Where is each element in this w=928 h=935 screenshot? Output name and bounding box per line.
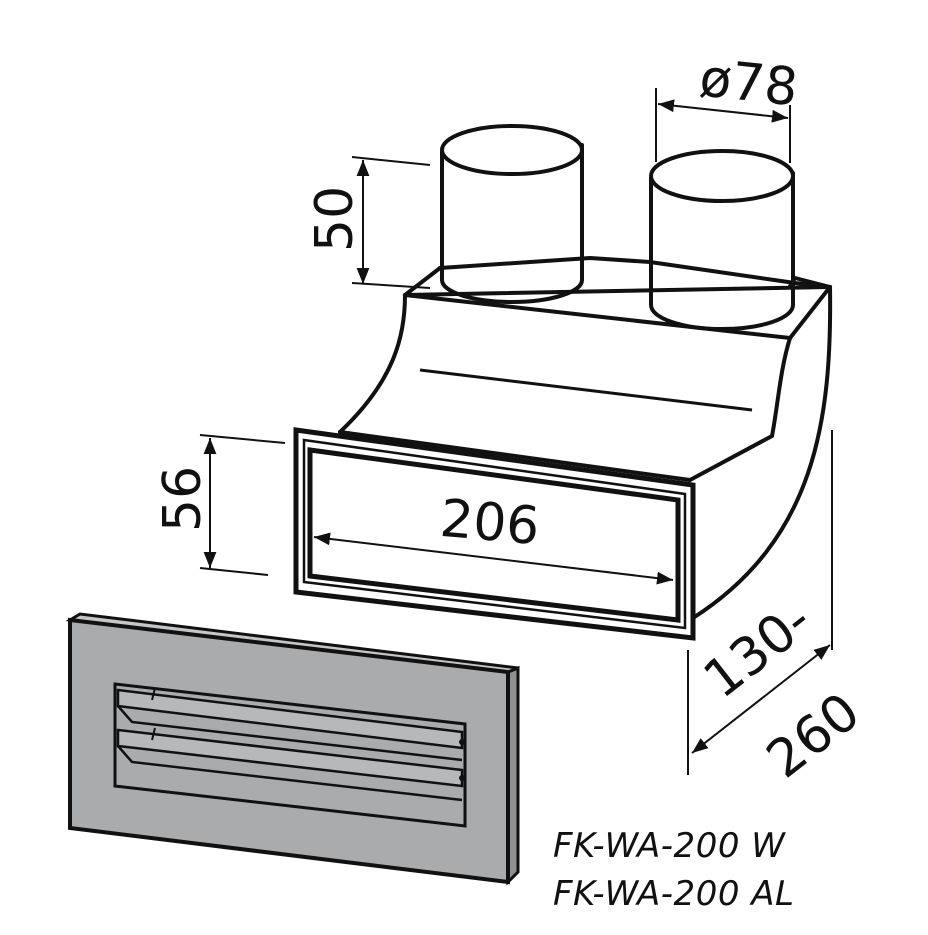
- depth-max-label: 260: [756, 682, 871, 790]
- model-name-1: FK-WA-200 W: [553, 826, 786, 866]
- pipe-diameter-label: ø78: [697, 48, 801, 118]
- pipe-connector-left: [440, 124, 584, 304]
- dimension-opening-height: 56: [153, 434, 286, 576]
- opening-width-label: 206: [438, 489, 542, 557]
- dimension-pipe-height: 50: [305, 156, 431, 289]
- model-name-2: FK-WA-200 AL: [553, 874, 794, 914]
- dimension-opening-width: 206: [313, 489, 674, 585]
- dimension-pipe-diameter: ø78: [655, 48, 801, 163]
- louvre-grille: [65, 612, 520, 886]
- adapter-body: [338, 256, 833, 620]
- dimension-depth: 130- 260: [687, 430, 871, 790]
- pipe-connector-right: [649, 149, 795, 331]
- depth-min-label: 130-: [693, 590, 823, 710]
- pipe-height-label: 50: [305, 186, 365, 252]
- opening-height-label: 56: [153, 466, 213, 532]
